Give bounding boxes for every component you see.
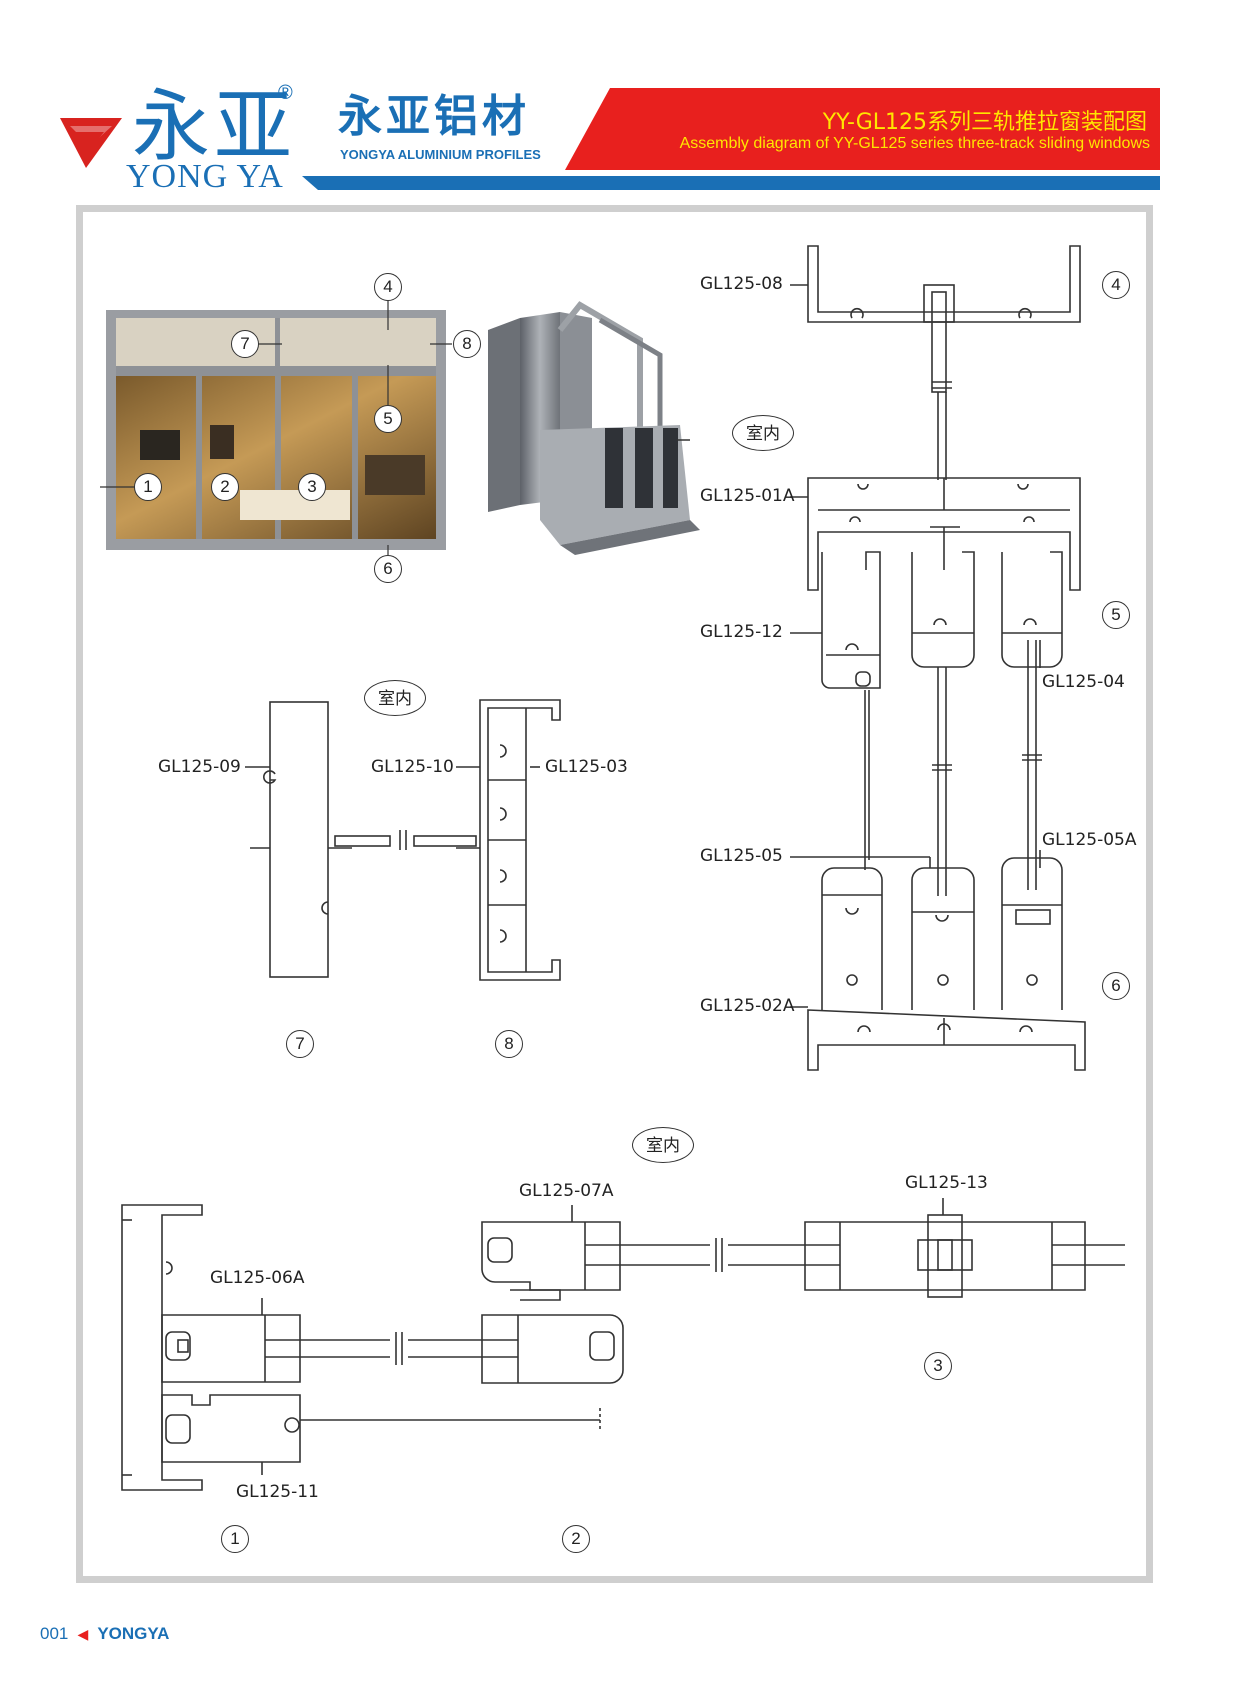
diagram-title-cn: YY-GL125系列三轨推拉窗装配图 bbox=[822, 110, 1147, 135]
indoor-label-horizontal: 室内 bbox=[632, 1127, 694, 1163]
label-gl125-08: GL125-08 bbox=[700, 274, 783, 294]
footer: 001 ◀ YONGYA bbox=[40, 1624, 169, 1644]
callout-5: 5 bbox=[374, 405, 402, 433]
section-number-8: 8 bbox=[495, 1030, 523, 1058]
callout-1: 1 bbox=[134, 473, 162, 501]
label-gl125-13: GL125-13 bbox=[905, 1173, 988, 1193]
company-name-cn: 永亚铝材 bbox=[338, 91, 530, 142]
section-number-7: 7 bbox=[286, 1030, 314, 1058]
registered-mark: ® bbox=[278, 82, 293, 104]
section-number-1: 1 bbox=[221, 1525, 249, 1553]
callout-2: 2 bbox=[211, 473, 239, 501]
brand-name-en: YONG YA bbox=[126, 158, 284, 195]
header-graphics bbox=[60, 88, 1160, 190]
label-gl125-09: GL125-09 bbox=[158, 757, 241, 777]
section-number-6: 6 bbox=[1102, 972, 1130, 1000]
section-number-3: 3 bbox=[924, 1352, 952, 1380]
label-gl125-03: GL125-03 bbox=[545, 757, 628, 777]
header-blue-bar bbox=[302, 176, 1160, 190]
label-gl125-05: GL125-05 bbox=[700, 846, 783, 866]
label-gl125-12: GL125-12 bbox=[700, 622, 783, 642]
callout-8: 8 bbox=[453, 330, 481, 358]
section-number-2: 2 bbox=[562, 1525, 590, 1553]
callout-4: 4 bbox=[374, 273, 402, 301]
brand-name-cn: 永亚 bbox=[132, 82, 297, 172]
company-name-en: YONGYA ALUMINIUM PROFILES bbox=[340, 147, 541, 162]
label-gl125-06a: GL125-06A bbox=[210, 1268, 305, 1288]
section-number-4: 4 bbox=[1102, 271, 1130, 299]
callout-6: 6 bbox=[374, 555, 402, 583]
label-gl125-07a: GL125-07A bbox=[519, 1181, 614, 1201]
content-frame bbox=[76, 205, 1153, 1583]
header-red-banner bbox=[565, 88, 1160, 170]
label-gl125-02a: GL125-02A bbox=[700, 996, 795, 1016]
indoor-label-vertical: 室内 bbox=[732, 415, 794, 451]
callout-3: 3 bbox=[298, 473, 326, 501]
label-gl125-05a: GL125-05A bbox=[1042, 830, 1137, 850]
indoor-label-mullion: 室内 bbox=[364, 680, 426, 716]
callout-7: 7 bbox=[231, 330, 259, 358]
label-gl125-01a: GL125-01A bbox=[700, 486, 795, 506]
label-gl125-11: GL125-11 bbox=[236, 1482, 319, 1502]
page-number: 001 bbox=[40, 1624, 69, 1643]
triangle-left-icon: ◀ bbox=[77, 1627, 89, 1643]
diagram-title-en: Assembly diagram of YY-GL125 series thre… bbox=[679, 135, 1150, 152]
section-number-5: 5 bbox=[1102, 601, 1130, 629]
label-gl125-04: GL125-04 bbox=[1042, 672, 1125, 692]
logo-mark-icon bbox=[60, 118, 122, 168]
footer-brand: YONGYA bbox=[97, 1624, 170, 1643]
label-gl125-10: GL125-10 bbox=[371, 757, 454, 777]
